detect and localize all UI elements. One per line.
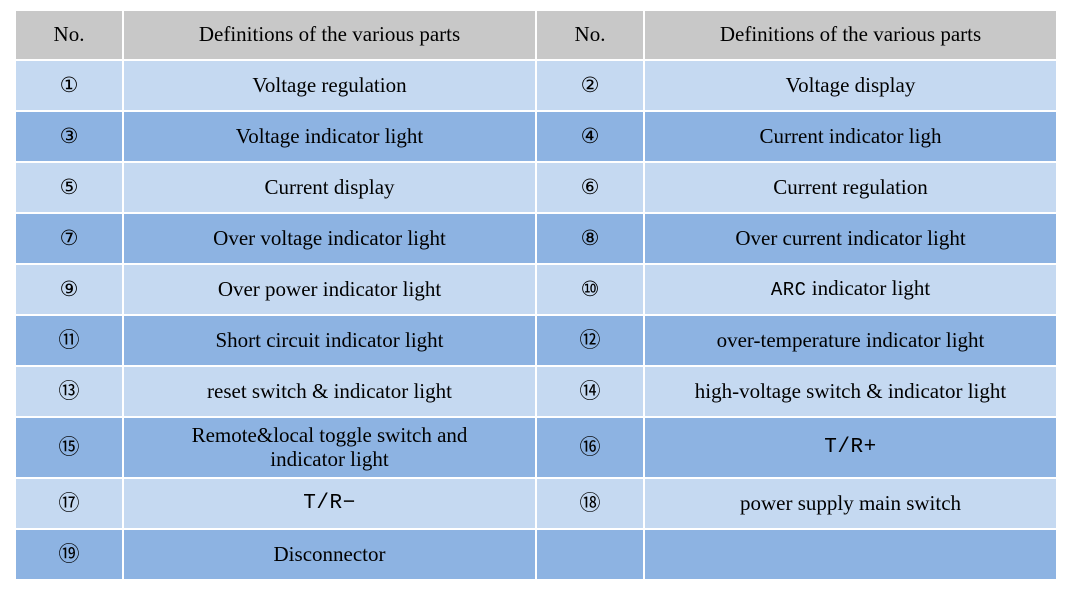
row-definition-right: Current indicator ligh — [645, 112, 1056, 161]
row-definition-right: ARC indicator light — [645, 265, 1056, 314]
table-header-row: No. Definitions of the various parts No.… — [16, 11, 1056, 59]
table-row: ⑰ T/R− ⑱ power supply main switch — [16, 479, 1056, 528]
row-number-left: ⑦ — [16, 214, 122, 263]
parts-definition-table: No. Definitions of the various parts No.… — [14, 9, 1058, 581]
row-definition-left: Voltage indicator light — [124, 112, 535, 161]
row-definition-left: reset switch & indicator light — [124, 367, 535, 416]
row-definition-left-line1: Remote&local toggle switch and — [191, 422, 468, 447]
table-row: ⑨ Over power indicator light ⑩ ARC indic… — [16, 265, 1056, 314]
row-number-left: ⑰ — [16, 479, 122, 528]
table-row: ① Voltage regulation ② Voltage display — [16, 61, 1056, 110]
row-number-left: ⑲ — [16, 530, 122, 579]
header-definition-right: Definitions of the various parts — [645, 11, 1056, 59]
row-number-left: ⑤ — [16, 163, 122, 212]
row-number-right: ⑫ — [537, 316, 643, 365]
row-number-right: ⑭ — [537, 367, 643, 416]
row-definition-left: Voltage regulation — [124, 61, 535, 110]
row-number-right: ⑧ — [537, 214, 643, 263]
row-definition-right: Voltage display — [645, 61, 1056, 110]
row-definition-left: Current display — [124, 163, 535, 212]
row-definition-right: power supply main switch — [645, 479, 1056, 528]
row-definition-right: T/R+ — [645, 418, 1056, 477]
table-row: ⑤ Current display ⑥ Current regulation — [16, 163, 1056, 212]
table-body: No. Definitions of the various parts No.… — [16, 11, 1056, 579]
row-definition-right: Over current indicator light — [645, 214, 1056, 263]
row-number-left: ③ — [16, 112, 122, 161]
table-row: ③ Voltage indicator light ④ Current indi… — [16, 112, 1056, 161]
row-definition-right: high-voltage switch & indicator light — [645, 367, 1056, 416]
row-number-left: ① — [16, 61, 122, 110]
row-definition-left: Over voltage indicator light — [124, 214, 535, 263]
row-number-left: ⑬ — [16, 367, 122, 416]
row-number-left: ⑮ — [16, 418, 122, 477]
row-definition-left-line2: indicator light — [270, 446, 389, 471]
table-row: ⑬ reset switch & indicator light ⑭ high-… — [16, 367, 1056, 416]
row-definition-right: Current regulation — [645, 163, 1056, 212]
row-number-left: ⑨ — [16, 265, 122, 314]
arc-suffix: indicator light — [806, 276, 931, 301]
row-number-right: ② — [537, 61, 643, 110]
header-no-right: No. — [537, 11, 643, 59]
row-definition-left: Disconnector — [124, 530, 535, 579]
table-row: ⑪ Short circuit indicator light ⑫ over-t… — [16, 316, 1056, 365]
row-number-right: ⑥ — [537, 163, 643, 212]
arc-label: ARC — [770, 279, 807, 302]
table-row: ⑲ Disconnector — [16, 530, 1056, 579]
row-number-right-empty — [537, 530, 643, 579]
row-definition-left: Short circuit indicator light — [124, 316, 535, 365]
row-number-left: ⑪ — [16, 316, 122, 365]
header-definition-left: Definitions of the various parts — [124, 11, 535, 59]
table-row: ⑦ Over voltage indicator light ⑧ Over cu… — [16, 214, 1056, 263]
header-no-left: No. — [16, 11, 122, 59]
row-number-right: ④ — [537, 112, 643, 161]
row-number-right: ⑩ — [537, 265, 643, 314]
row-definition-left: T/R− — [124, 479, 535, 528]
row-number-right: ⑱ — [537, 479, 643, 528]
row-definition-left: Over power indicator light — [124, 265, 535, 314]
row-number-right: ⑯ — [537, 418, 643, 477]
row-definition-right: over-temperature indicator light — [645, 316, 1056, 365]
row-definition-right-empty — [645, 530, 1056, 579]
